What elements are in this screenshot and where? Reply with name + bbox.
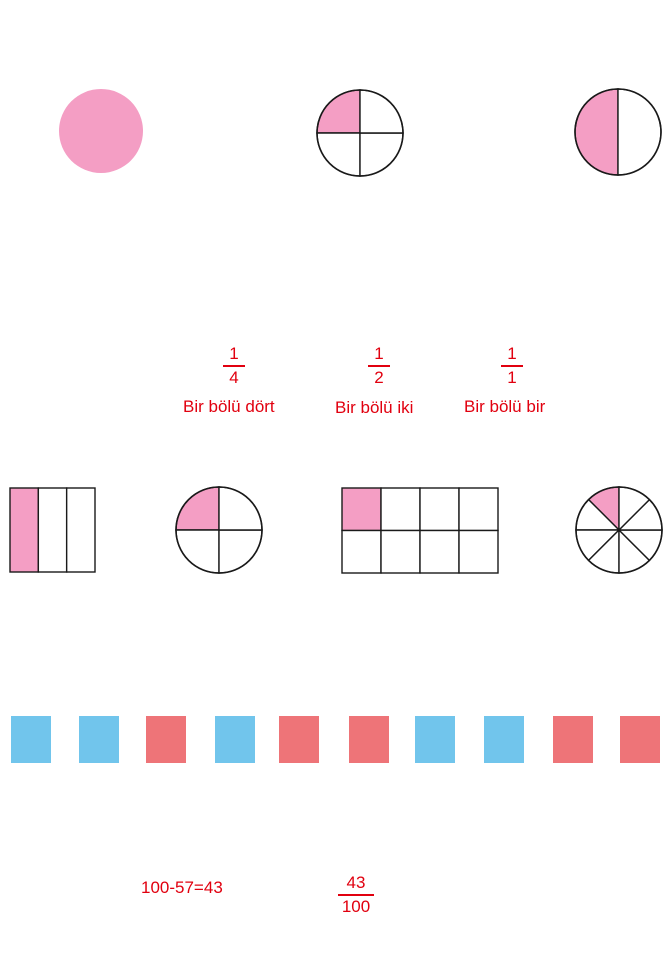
coral-square xyxy=(620,716,660,763)
subtraction-equation: 100-57=43 xyxy=(141,878,223,897)
cell xyxy=(458,529,499,574)
blue-square xyxy=(484,716,524,763)
coral-square xyxy=(349,716,389,763)
shaded-sector xyxy=(574,88,619,176)
fraction-denominator: 100 xyxy=(341,897,371,916)
cell xyxy=(419,529,460,574)
shaded-cell xyxy=(341,487,382,532)
fraction-numerator: 1 xyxy=(374,344,384,363)
cell xyxy=(37,487,68,573)
circle-outline xyxy=(575,486,663,574)
eighths-circle xyxy=(575,486,663,574)
thirds-rectangle xyxy=(9,487,96,573)
blue-square xyxy=(79,716,119,763)
shaded-cell xyxy=(9,487,40,573)
circle-outline xyxy=(316,89,404,177)
quarter-circle-2 xyxy=(175,486,263,574)
fraction-denominator: 1 xyxy=(507,368,517,387)
cell xyxy=(341,529,382,574)
cell xyxy=(419,487,460,532)
half-circle xyxy=(574,88,662,176)
fraction-numerator: 1 xyxy=(507,344,517,363)
shaded-circle xyxy=(59,89,143,173)
fraction-denominator: 4 xyxy=(229,368,239,387)
eighths-rectangle xyxy=(341,487,499,574)
fraction-label-half: Bir bölü iki xyxy=(335,398,414,417)
circle-outline xyxy=(574,88,662,176)
shapes-row-2 xyxy=(9,486,663,574)
cell xyxy=(380,487,421,532)
quarter-circle xyxy=(316,89,404,177)
fraction-numerator: 43 xyxy=(346,873,366,892)
fraction-bar xyxy=(368,365,390,367)
blue-square xyxy=(215,716,255,763)
coral-square xyxy=(279,716,319,763)
blue-square xyxy=(11,716,51,763)
coral-square xyxy=(553,716,593,763)
cell xyxy=(458,487,499,532)
sector xyxy=(617,88,662,176)
fraction-numerator: 1 xyxy=(229,344,239,363)
circle-outline xyxy=(175,486,263,574)
whole-circle xyxy=(59,89,143,173)
coral-square xyxy=(146,716,186,763)
fraction-label-quarter: Bir bölü dört xyxy=(183,397,275,416)
result-fraction: 43 100 xyxy=(334,873,378,917)
fraction-denominator: 2 xyxy=(374,368,384,387)
cell xyxy=(380,529,421,574)
fraction-one-quarter: 1 4 xyxy=(219,344,249,388)
shapes-row-1 xyxy=(59,88,662,177)
fraction-one-whole: 1 1 xyxy=(497,344,527,388)
blue-square xyxy=(415,716,455,763)
fraction-one-half: 1 2 xyxy=(364,344,394,388)
cell xyxy=(65,487,96,573)
colored-squares-row xyxy=(11,716,660,763)
fraction-label-whole: Bir bölü bir xyxy=(464,397,546,416)
fraction-bar xyxy=(338,894,374,896)
fraction-bar xyxy=(223,365,245,367)
fraction-bar xyxy=(501,365,523,367)
